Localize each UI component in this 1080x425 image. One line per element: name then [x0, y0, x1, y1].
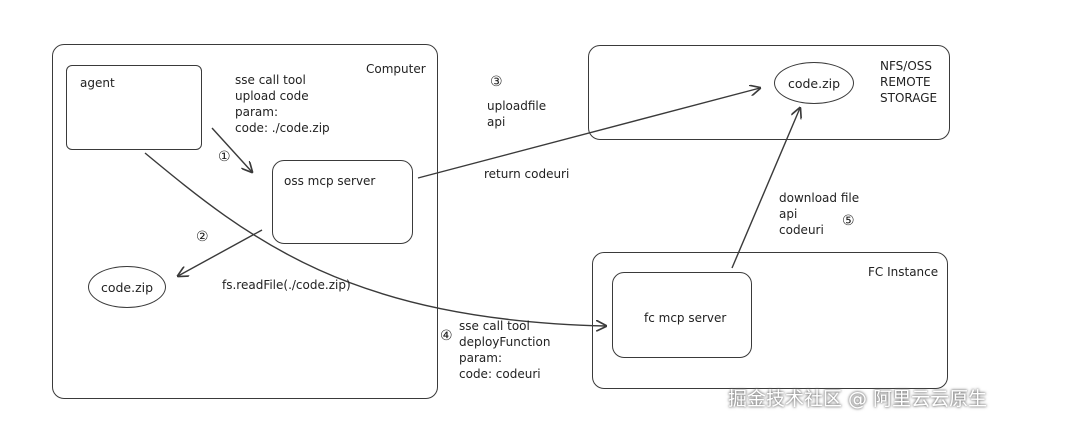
- arrow-agent-to-fc: [144, 152, 606, 326]
- step1-number: ①: [218, 149, 231, 165]
- storage-container: [588, 45, 950, 140]
- agent-box: [66, 65, 202, 150]
- step3-return-text: return codeuri: [484, 167, 570, 181]
- step4-text: sse call tool deployFunction param: code…: [459, 319, 551, 381]
- oss-mcp-server-box: [272, 160, 413, 244]
- agent-label: agent: [80, 76, 115, 90]
- step2-number: ②: [196, 229, 209, 245]
- watermark-text: 掘金技术社区 @ 阿里云云原生: [728, 388, 988, 410]
- computer-container: [52, 44, 438, 399]
- fc-instance-container: [592, 252, 948, 389]
- step4-number: ④: [440, 328, 453, 344]
- fc-mcp-server-box: [612, 272, 752, 358]
- step5-text: download file api codeuri: [779, 191, 860, 237]
- computer-label: Computer: [366, 62, 426, 76]
- arrow-oss-to-local-zip: [178, 229, 263, 276]
- step3-number: ③: [490, 74, 503, 90]
- arrow-fc-to-remote-zip: [731, 108, 800, 269]
- storage-label: NFS/OSS REMOTE STORAGE: [880, 59, 938, 105]
- step3-text: uploadfile api: [487, 99, 547, 129]
- fc-instance-label: FC Instance: [868, 265, 939, 279]
- oss-mcp-server-label: oss mcp server: [284, 174, 376, 188]
- step2-text: fs.readFile(./code.zip): [222, 278, 351, 292]
- step5-number: ⑤: [842, 213, 855, 229]
- step1-text: sse call tool upload code param: code: .…: [235, 73, 330, 135]
- remote-code-zip-ellipse: code.zip: [774, 62, 854, 104]
- local-code-zip-ellipse: code.zip: [88, 266, 166, 308]
- arrow-agent-to-oss: [211, 127, 252, 172]
- fc-mcp-server-label: fc mcp server: [644, 311, 727, 325]
